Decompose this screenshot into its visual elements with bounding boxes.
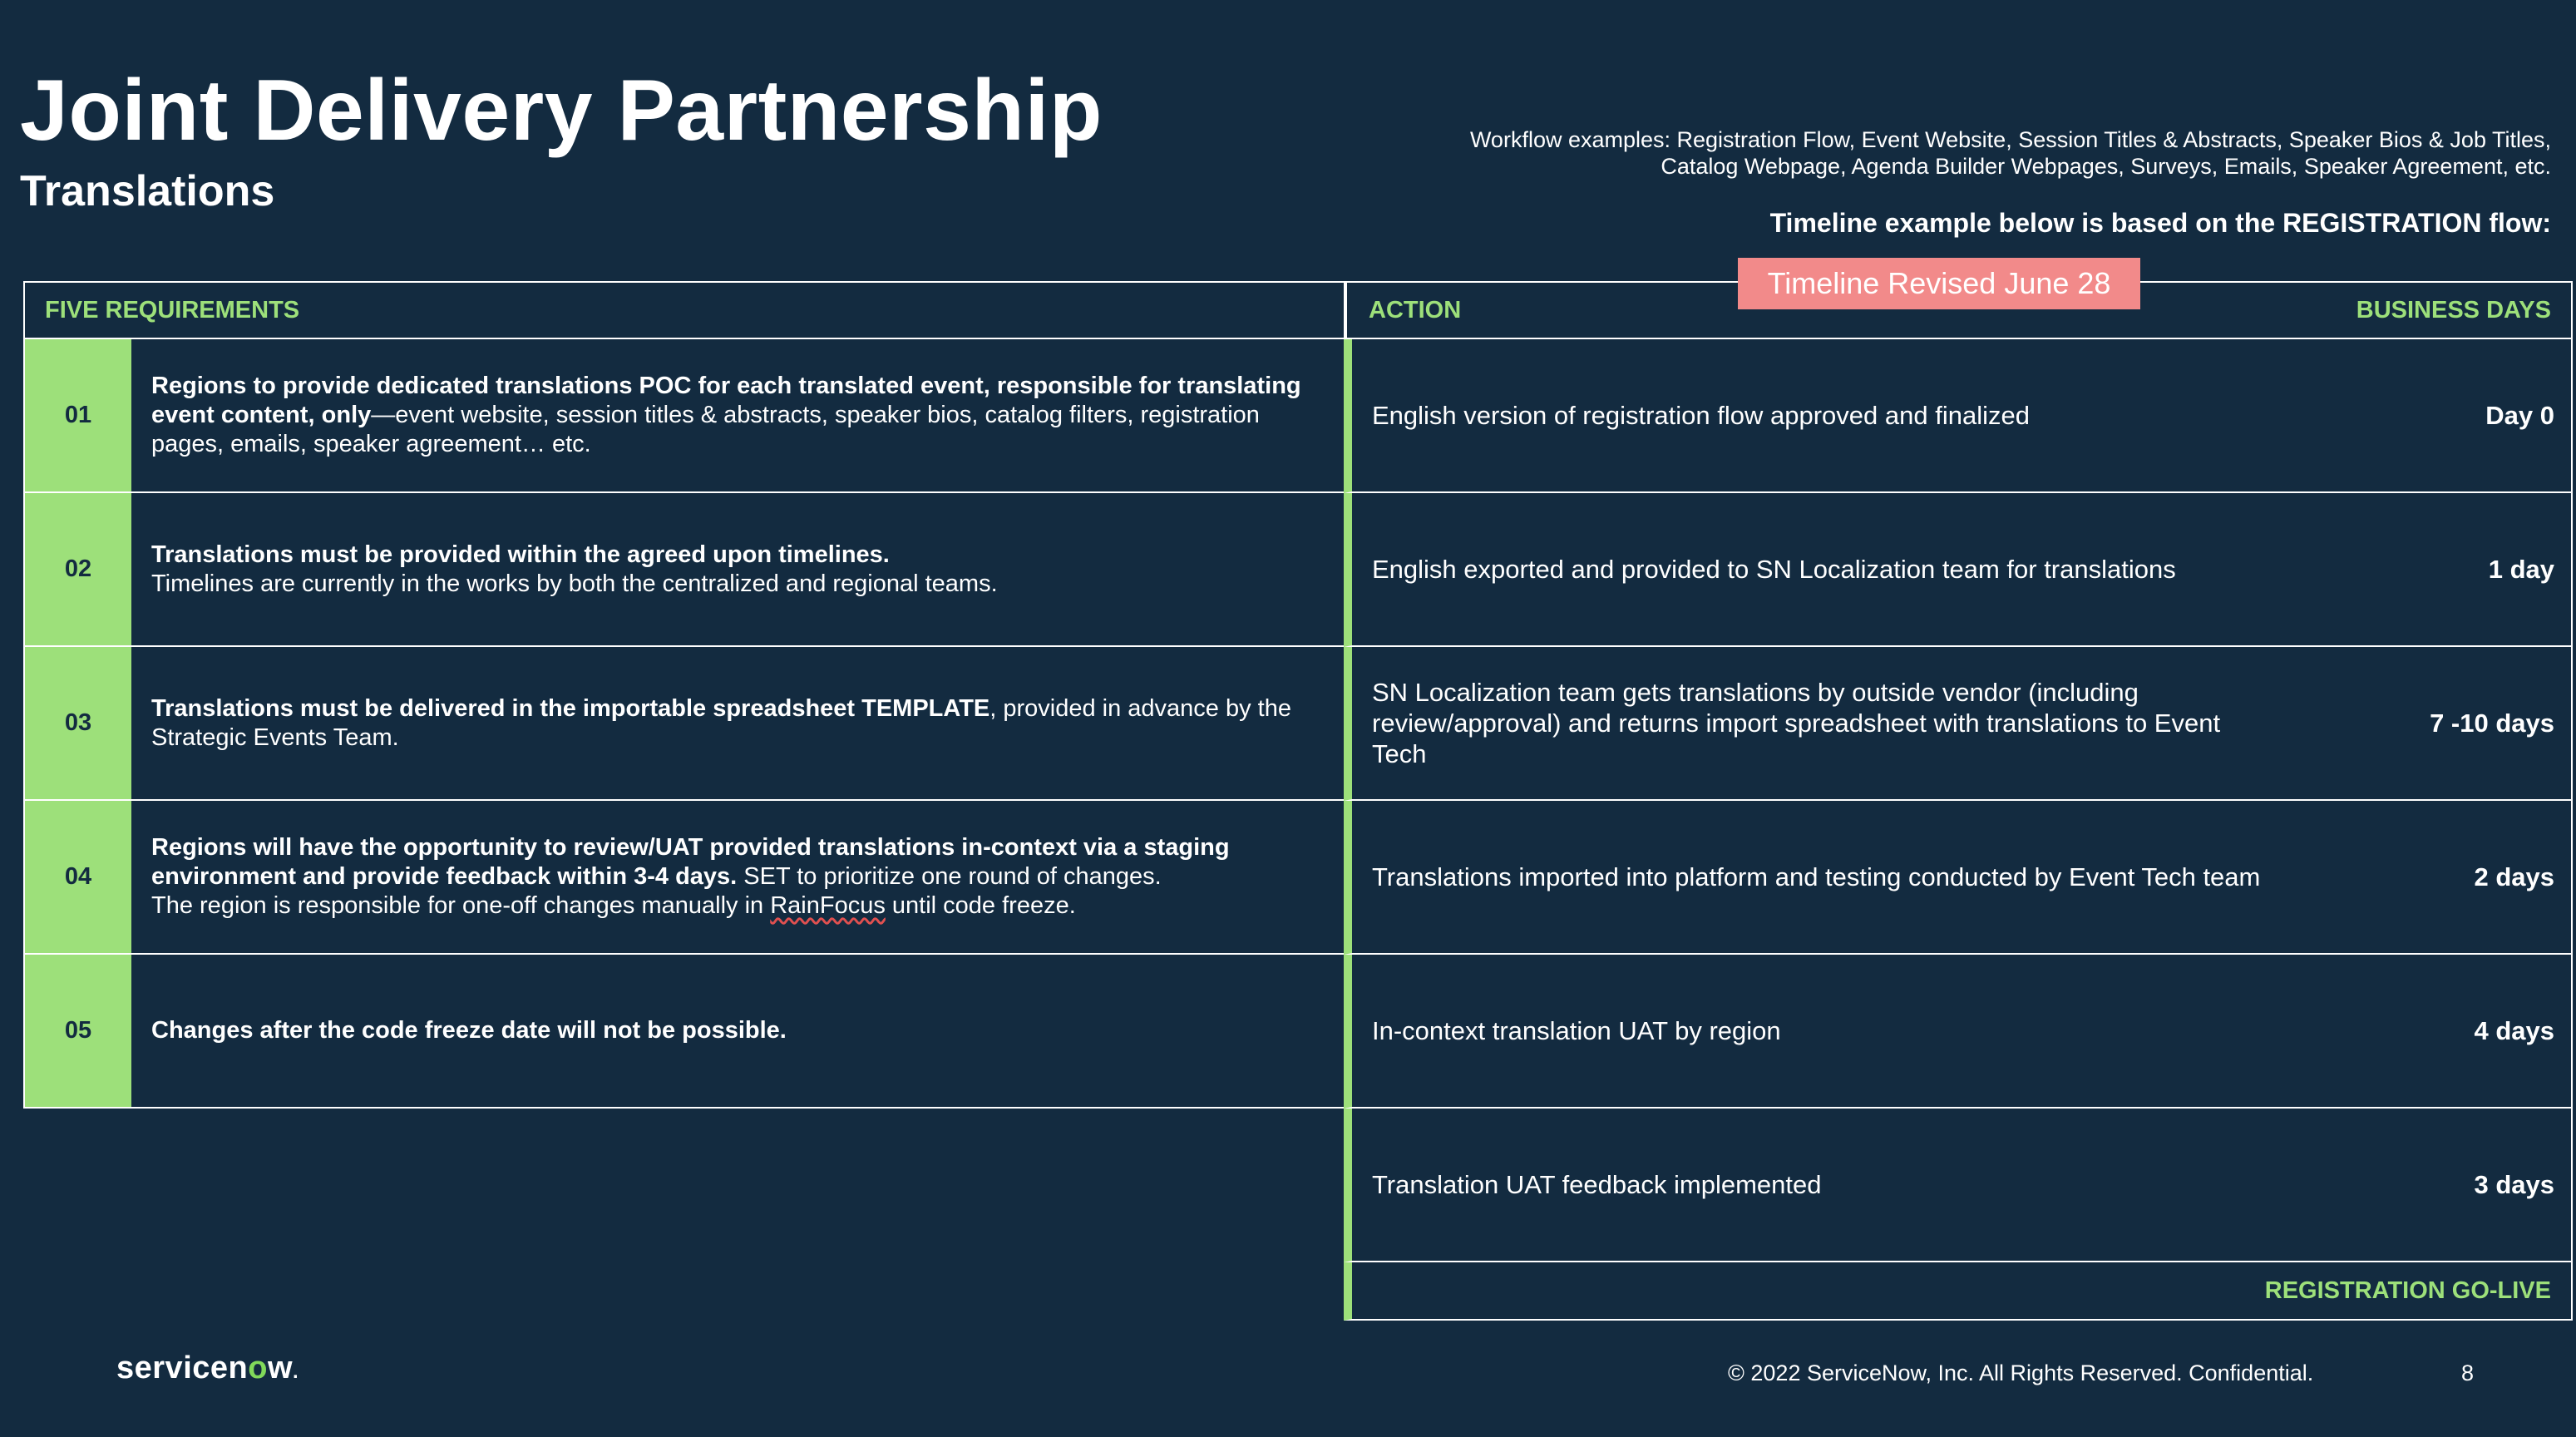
timeline-days: 1 day bbox=[2488, 555, 2554, 584]
requirement-bold: Regions to provide dedicated translation… bbox=[151, 373, 1301, 428]
requirement-number: 05 bbox=[25, 955, 131, 1107]
requirement-bold: Changes after the code freeze date will … bbox=[151, 1017, 787, 1044]
requirements-heading: FIVE REQUIREMENTS bbox=[23, 281, 1347, 339]
action-heading: ACTION bbox=[1369, 296, 1462, 323]
timeline-action: Translations imported into platform and … bbox=[1372, 862, 2261, 891]
business-days-heading: BUSINESS DAYS bbox=[2356, 296, 2551, 323]
timeline-action: In-context translation UAT by region bbox=[1372, 1016, 1781, 1045]
requirement-bold: Translations must be provided within the… bbox=[151, 541, 890, 568]
registration-go-live: REGISTRATION GO-LIVE bbox=[1344, 1262, 2573, 1321]
workflow-line-1: Workflow examples: Registration Flow, Ev… bbox=[1469, 127, 2551, 152]
servicenow-logo: servicenow. bbox=[116, 1351, 299, 1386]
workflow-examples: Workflow examples: Registration Flow, Ev… bbox=[1304, 126, 2551, 180]
workflow-line-2: Catalog Webpage, Agenda Builder Webpages… bbox=[1661, 154, 2551, 179]
requirement-detail-line3-end: until code freeze. bbox=[885, 892, 1076, 919]
page-number: 8 bbox=[2461, 1360, 2475, 1385]
requirement-bold: Translations must be delivered in the im… bbox=[151, 694, 990, 722]
requirement-row: 02 Translations must be provided within … bbox=[23, 493, 1347, 647]
requirement-detail: —event website, session titles & abstrac… bbox=[151, 402, 1260, 457]
requirement-detail: SET to prioritize one round of changes. bbox=[737, 863, 1162, 890]
rainfocus-word: RainFocus bbox=[770, 892, 886, 919]
requirements-table: FIVE REQUIREMENTS 01 Regions to provide … bbox=[23, 281, 1347, 1109]
requirement-text: Translations must be delivered in the im… bbox=[131, 647, 1345, 799]
timeline-days: 4 days bbox=[2474, 1016, 2554, 1045]
timeline-table: ACTION BUSINESS DAYS English version of … bbox=[1344, 281, 2573, 1321]
requirement-bold: Regions will have the opportunity to rev… bbox=[151, 834, 1230, 890]
requirement-text: Regions to provide dedicated translation… bbox=[131, 339, 1345, 491]
requirement-row: 01 Regions to provide dedicated translat… bbox=[23, 339, 1347, 493]
timeline-days: 2 days bbox=[2474, 862, 2554, 891]
logo-o-mark: o bbox=[248, 1351, 268, 1385]
timeline-action: Translation UAT feedback implemented bbox=[1372, 1170, 1822, 1199]
requirement-text: Regions will have the opportunity to rev… bbox=[131, 801, 1345, 953]
requirement-row: 04 Regions will have the opportunity to … bbox=[23, 801, 1347, 955]
timeline-note: Timeline example below is based on the R… bbox=[1769, 208, 2551, 238]
requirement-text: Changes after the code freeze date will … bbox=[131, 955, 1345, 1107]
requirement-row: 05 Changes after the code freeze date wi… bbox=[23, 955, 1347, 1109]
timeline-row: English version of registration flow app… bbox=[1344, 339, 2573, 493]
timeline-action: English version of registration flow app… bbox=[1372, 401, 2030, 430]
timeline-action: English exported and provided to SN Loca… bbox=[1372, 555, 2176, 584]
requirement-row: 03 Translations must be delivered in the… bbox=[23, 647, 1347, 801]
timeline-days: Day 0 bbox=[2485, 401, 2554, 430]
page-title: Joint Delivery Partnership bbox=[20, 62, 1103, 159]
copyright-notice: © 2022 ServiceNow, Inc. All Rights Reser… bbox=[1728, 1360, 2314, 1385]
logo-dot: . bbox=[293, 1360, 299, 1383]
requirement-text: Translations must be provided within the… bbox=[131, 493, 1345, 645]
requirement-detail-line3: The region is responsible for one-off ch… bbox=[151, 892, 771, 919]
timeline-row: Translations imported into platform and … bbox=[1344, 801, 2573, 955]
page-subtitle: Translations bbox=[20, 167, 275, 215]
logo-text-end: w bbox=[267, 1351, 294, 1385]
timeline-revised-badge: Timeline Revised June 28 bbox=[1738, 258, 2140, 309]
timeline-days: 3 days bbox=[2474, 1170, 2554, 1199]
timeline-row: Translation UAT feedback implemented 3 d… bbox=[1344, 1109, 2573, 1262]
timeline-days: 7 -10 days bbox=[2430, 709, 2554, 738]
requirement-detail: , provided in advance by the Strategic E… bbox=[151, 694, 1291, 751]
requirement-number: 01 bbox=[25, 339, 131, 491]
timeline-action: SN Localization team gets translations b… bbox=[1372, 678, 2221, 768]
requirement-number: 04 bbox=[25, 801, 131, 953]
requirement-detail: Timelines are currently in the works by … bbox=[151, 570, 998, 597]
timeline-row: English exported and provided to SN Loca… bbox=[1344, 493, 2573, 647]
requirement-number: 02 bbox=[25, 493, 131, 645]
logo-text-start: servicen bbox=[116, 1351, 249, 1385]
requirement-number: 03 bbox=[25, 647, 131, 799]
timeline-row: SN Localization team gets translations b… bbox=[1344, 647, 2573, 801]
timeline-row: In-context translation UAT by region 4 d… bbox=[1344, 955, 2573, 1109]
